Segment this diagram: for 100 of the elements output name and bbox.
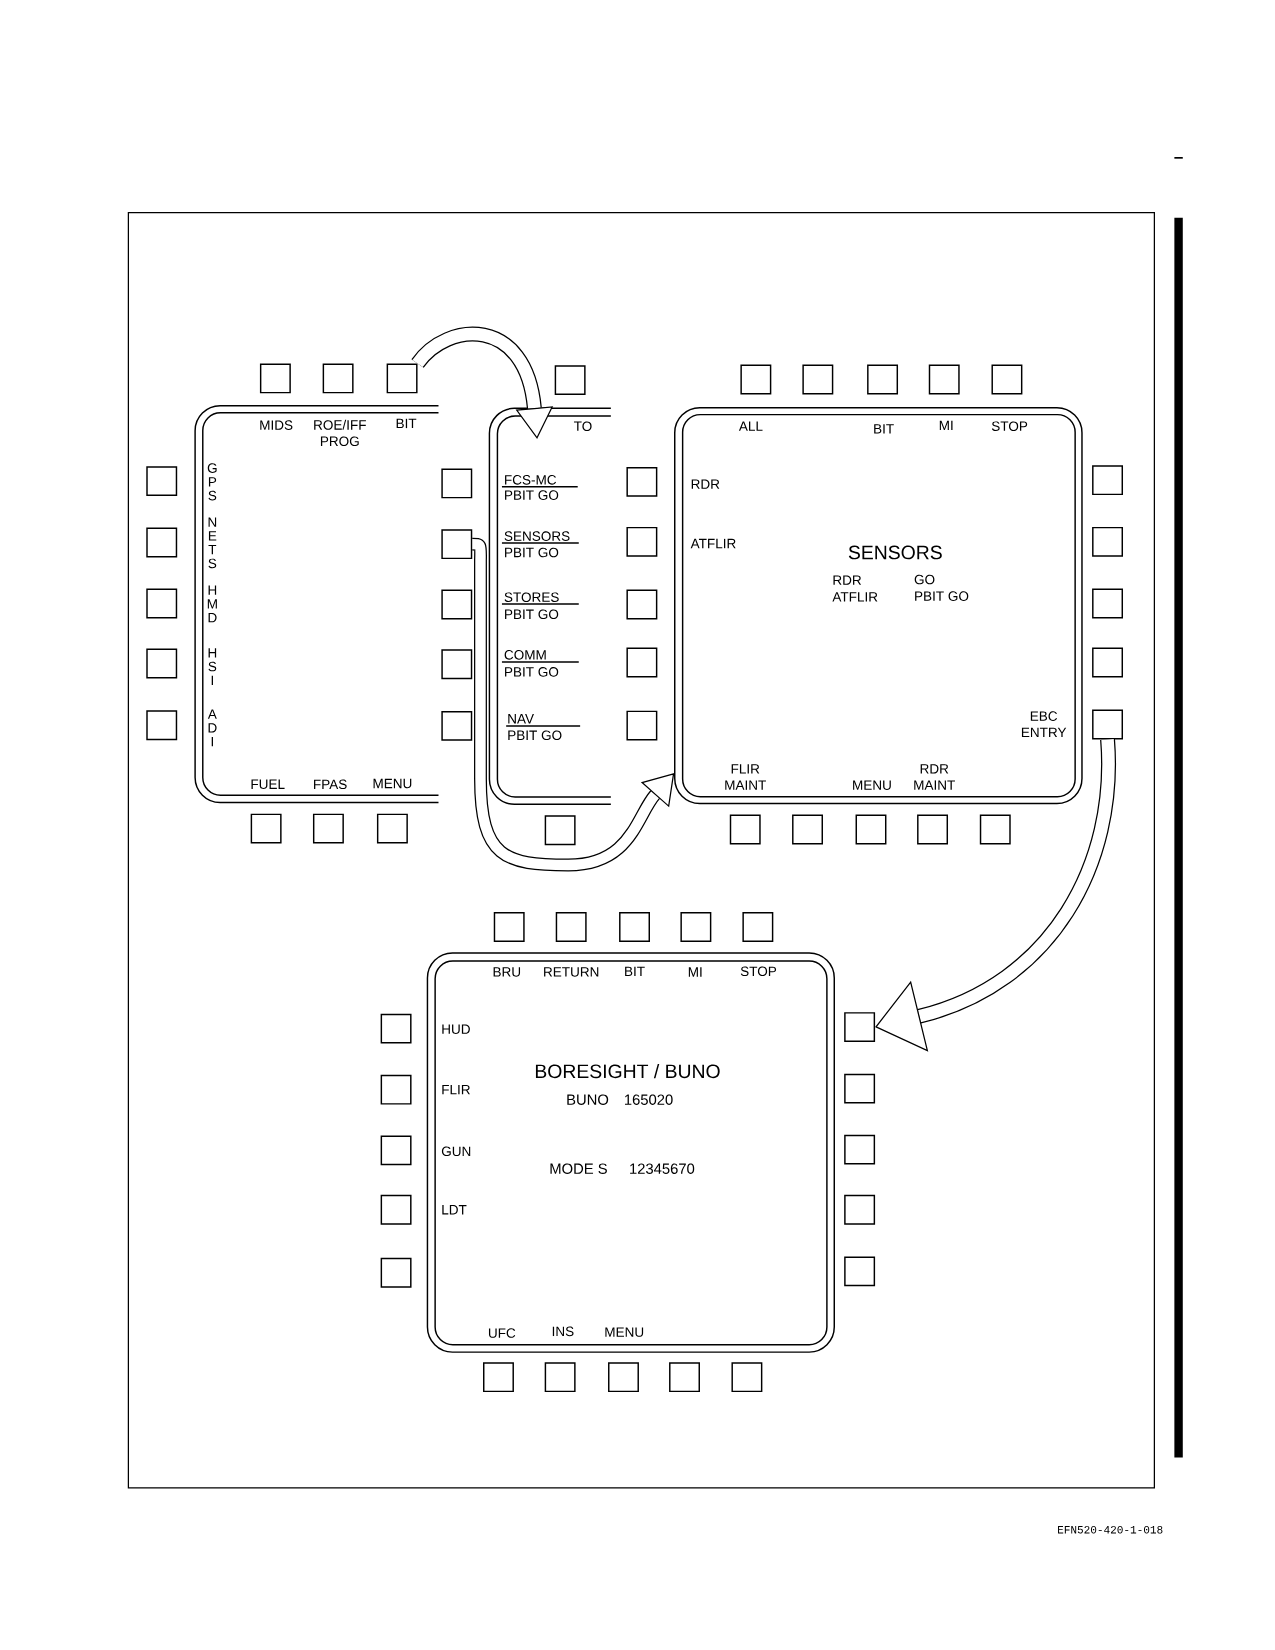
pushbutton: [544, 815, 576, 846]
pushbutton: [626, 647, 658, 678]
status-label: GO: [914, 574, 935, 585]
subsystem-label: NAV: [508, 714, 534, 724]
pushbutton: [626, 589, 658, 620]
option-label: BIT: [396, 418, 417, 429]
pushbutton: [493, 912, 525, 942]
pushbutton: [380, 1257, 412, 1288]
option-label: HUD: [442, 1024, 470, 1034]
option-label: RDR: [691, 479, 720, 489]
pushbutton: [322, 363, 354, 394]
status-label: PBIT GO: [914, 591, 969, 601]
status-label: PBIT GO: [504, 490, 558, 500]
pushbutton: [742, 912, 774, 942]
pushbutton: [380, 1013, 412, 1044]
field-value: 165020: [624, 1094, 673, 1105]
pushbutton: [607, 1362, 639, 1393]
pushbutton: [618, 912, 650, 942]
pushbutton: [146, 648, 177, 679]
option-label: FUEL: [251, 779, 285, 789]
option-label: MIDS: [260, 420, 293, 430]
display-title: BORESIGHT / BUNO: [535, 1063, 720, 1079]
field-label: MODE S: [550, 1163, 607, 1174]
option-label: MENU: [373, 778, 412, 789]
option-label: HMD: [207, 585, 217, 623]
pushbutton: [729, 814, 761, 845]
option-label: MENU: [605, 1327, 643, 1337]
status-label: PBIT GO: [504, 547, 558, 558]
pushbutton: [259, 363, 291, 394]
pushbutton: [668, 1362, 700, 1393]
pushbutton: [146, 466, 177, 497]
curved-arrow: [411, 326, 553, 439]
option-label: BIT: [874, 424, 894, 434]
option-label: GPS: [207, 463, 217, 501]
field-value: 12345670: [629, 1163, 694, 1174]
pushbutton: [1091, 709, 1123, 740]
subsystem-label: COMM: [504, 650, 546, 660]
option-label: MENU: [852, 780, 891, 790]
option-label: FPAS: [313, 779, 347, 790]
pushbutton: [855, 814, 887, 845]
pushbutton: [680, 912, 712, 942]
pushbutton: [843, 1012, 875, 1042]
option-label: UFC: [488, 1328, 516, 1338]
system-label: ATFLIR: [832, 592, 878, 602]
pushbutton: [928, 364, 960, 395]
option-label: STOP: [991, 421, 1027, 431]
option-label: HSI: [208, 648, 217, 685]
display-title: SENSORS: [848, 545, 942, 560]
option-label: NETS: [208, 517, 217, 569]
option-label: ATFLIR: [690, 538, 736, 549]
subsystem-label: STORES: [504, 592, 559, 602]
pushbutton: [843, 1194, 875, 1225]
pushbutton: [250, 813, 282, 844]
pushbutton: [544, 1362, 576, 1393]
option-label: BIT: [624, 966, 645, 976]
option-label: ROE/IFF PROG: [314, 419, 366, 446]
status-label: PBIT GO: [504, 667, 558, 677]
option-label: FLIR: [442, 1085, 470, 1095]
option-label: ADI: [207, 709, 217, 747]
pushbutton: [979, 814, 1011, 845]
option-label: EBC ENTRY: [1021, 711, 1066, 738]
pushbutton: [380, 1074, 412, 1105]
pushbutton: [146, 527, 177, 558]
option-label: ALL: [738, 421, 763, 431]
option-label: GUN: [441, 1146, 470, 1157]
pushbutton: [386, 363, 418, 394]
pushbutton: [380, 1194, 412, 1225]
pushbutton: [1091, 465, 1123, 496]
pushbutton: [376, 813, 408, 844]
pushbutton: [843, 1134, 875, 1165]
pushbutton: [441, 710, 473, 741]
pushbutton: [554, 365, 586, 396]
pushbutton: [441, 468, 473, 499]
pushbutton: [312, 813, 344, 844]
pushbutton: [146, 588, 177, 619]
pushbutton: [380, 1135, 412, 1166]
pushbutton: [991, 364, 1023, 395]
status-label: PBIT GO: [504, 609, 558, 620]
option-label: FLIR MAINT: [725, 764, 766, 790]
pushbutton: [626, 466, 658, 497]
pushbutton: [802, 364, 834, 395]
pushbutton: [441, 649, 473, 680]
option-label: TO: [573, 421, 592, 431]
pushbutton: [916, 814, 948, 845]
pushbutton: [731, 1362, 763, 1393]
pushbutton: [1091, 588, 1123, 619]
pushbutton: [791, 814, 823, 845]
option-label: MI: [688, 967, 702, 977]
pushbutton: [441, 529, 473, 560]
option-label: RETURN: [543, 967, 599, 977]
subsystem-label: FCS-MC: [504, 475, 556, 485]
pushbutton: [482, 1362, 514, 1393]
option-label: LDT: [442, 1205, 467, 1215]
option-label: RDR MAINT: [914, 764, 955, 790]
pushbutton: [1091, 647, 1123, 678]
option-label: STOP: [740, 966, 776, 977]
pushbutton: [626, 526, 658, 557]
pushbutton: [146, 710, 177, 741]
option-label: BRU: [493, 967, 520, 977]
pushbutton: [843, 1073, 875, 1104]
